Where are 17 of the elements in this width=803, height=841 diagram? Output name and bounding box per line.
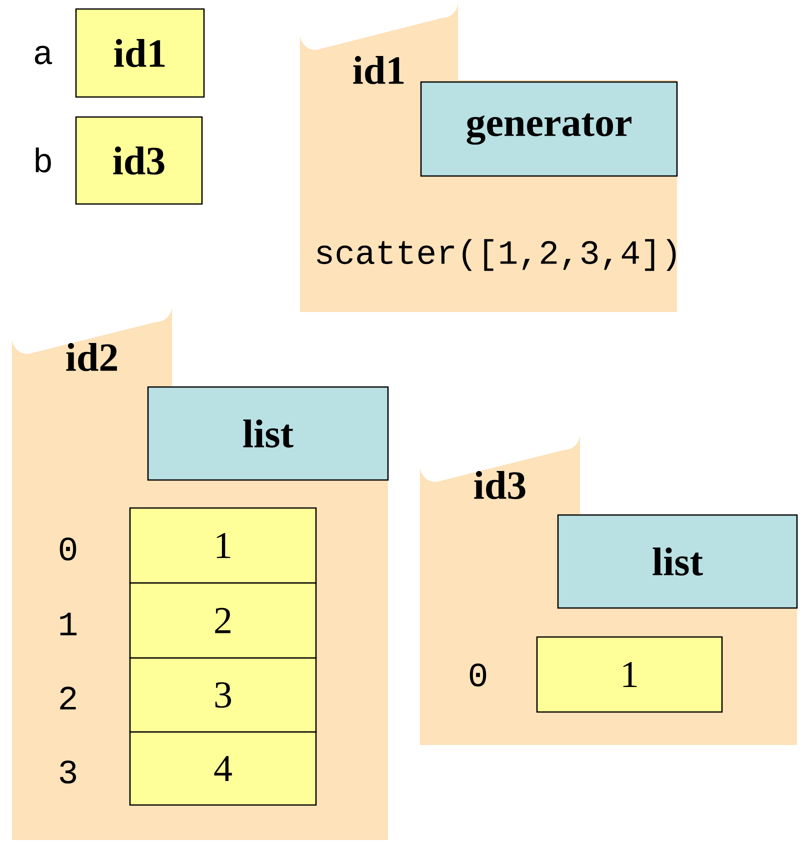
list-cell: 4 <box>129 731 317 806</box>
list-cell: 1 <box>129 507 317 584</box>
type-box: list <box>147 386 389 481</box>
type-box: generator <box>420 81 678 177</box>
index-label: 0 <box>60 537 76 561</box>
list-cell: 3 <box>129 657 317 733</box>
variable-name: a <box>34 46 52 64</box>
list-cell: 2 <box>129 582 317 659</box>
type-box: list <box>557 514 798 609</box>
index-label: 1 <box>60 612 77 636</box>
index-label: 0 <box>470 663 486 687</box>
index-label: 3 <box>60 760 76 784</box>
variable-name: b <box>36 148 51 172</box>
index-label: 2 <box>60 686 76 710</box>
variable-box: id1 <box>75 8 205 98</box>
list-cell: 1 <box>536 636 723 713</box>
variable-box: id3 <box>75 116 203 205</box>
